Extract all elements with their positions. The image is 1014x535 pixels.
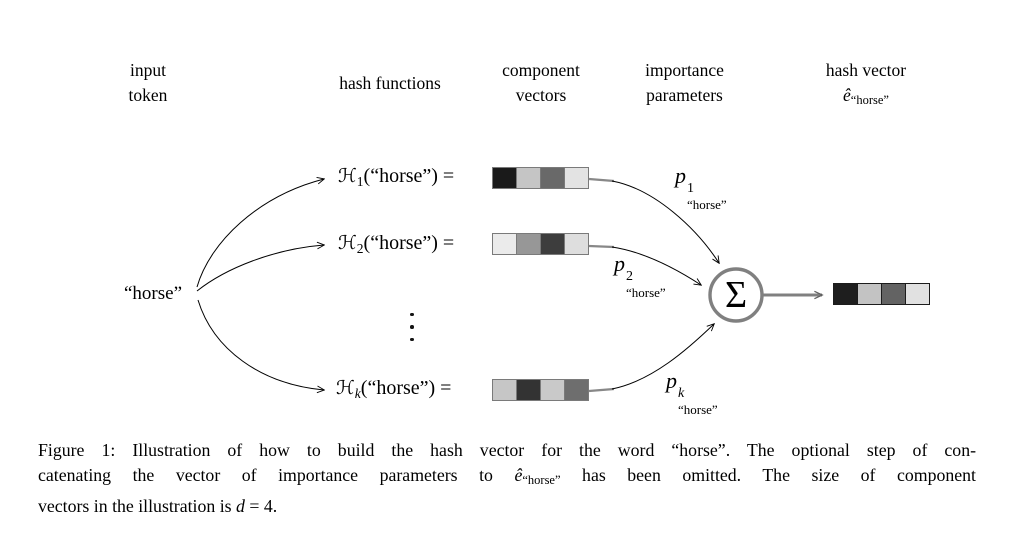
vector-cell — [565, 168, 588, 188]
header-input-token-line1: input — [130, 60, 166, 80]
caption-line2-before: catenating the vector of importance para… — [38, 465, 515, 486]
header-importance-parameters: importance parameters — [612, 58, 757, 108]
vector-cell — [565, 380, 588, 400]
ehat-subscript: “horse” — [850, 93, 889, 107]
vector-cell — [517, 168, 541, 188]
p-superscript-k: k — [678, 386, 685, 401]
caption-line-2: catenating the vector of importance para… — [38, 463, 976, 493]
stub-v2 — [588, 244, 615, 249]
caption-line-1: Figure 1: Illustration of how to build t… — [38, 440, 976, 460]
caption-line-3: vectors in the illustration is d = 4. — [38, 494, 976, 519]
header-component-vectors-line1: component — [502, 60, 580, 80]
arrow-v2-to-sum — [611, 246, 701, 285]
figure-caption: Figure 1: Illustration of how to build t… — [38, 438, 976, 519]
input-token-label: “horse” — [123, 283, 183, 304]
hash-symbol-k: ℋ — [336, 377, 355, 399]
vector-cell — [493, 168, 517, 188]
header-hash-vector-line1: hash vector — [825, 60, 907, 80]
header-component-vectors-line2: vectors — [515, 85, 567, 105]
vector-cell — [882, 284, 906, 304]
vector-cell — [834, 284, 858, 304]
p-superscript-2: 2 — [626, 269, 633, 284]
header-hash-functions-line: hash functions — [339, 73, 441, 93]
header-hash-vector: hash vector ê“horse” — [791, 58, 941, 113]
vector-cell — [541, 380, 565, 400]
ehat-symbol: ê — [843, 85, 851, 105]
ellipsis-dot — [410, 312, 414, 317]
caption-d-variable: d — [236, 495, 245, 516]
header-importance-parameters-line1: importance — [645, 60, 724, 80]
arrow-horse-to-h1 — [196, 179, 324, 288]
hash-subscript-2: 2 — [356, 241, 364, 256]
hash-arg-1: (“horse”) = — [363, 165, 455, 187]
header-input-token-line2: token — [128, 85, 168, 105]
hash-subscript-k: k — [354, 386, 361, 401]
vector-cell — [493, 234, 517, 254]
hash-expression-k: ℋk(“horse”) = — [336, 377, 451, 402]
output-hash-vector — [833, 283, 930, 305]
ellipsis-dot — [410, 325, 414, 329]
p-subscript-2: “horse” — [626, 285, 666, 300]
header-importance-parameters-line2: parameters — [646, 85, 723, 105]
arrow-v1-to-sum — [611, 180, 719, 263]
caption-line3-after: = 4. — [244, 495, 278, 516]
vector-cell — [906, 284, 929, 304]
p-symbol-k: p — [666, 368, 677, 393]
hash-symbol-2: ℋ — [338, 232, 357, 254]
hash-expression-2: ℋ2(“horse”) = — [338, 232, 454, 257]
caption-line2-after: has been omitted. The size of component — [560, 465, 976, 486]
hash-expression-1: ℋ1(“horse”) = — [338, 165, 454, 190]
hash-symbol-1: ℋ — [338, 165, 357, 187]
component-vector-2 — [492, 233, 589, 255]
vector-cell — [858, 284, 882, 304]
header-input-token: input token — [98, 58, 198, 108]
stub-vk — [588, 387, 615, 393]
caption-line3-before: vectors in the illustration is — [38, 495, 237, 516]
arrow-horse-to-hk — [197, 299, 324, 390]
hash-subscript-1: 1 — [356, 174, 364, 189]
p-symbol-1: p — [675, 163, 686, 188]
stub-v1 — [588, 177, 615, 183]
ellipsis-dot — [410, 337, 414, 342]
component-vector-1 — [492, 167, 589, 189]
vector-cell — [517, 380, 541, 400]
vector-cell — [517, 234, 541, 254]
p-superscript-1: 1 — [687, 181, 694, 196]
hash-arg-2: (“horse”) = — [363, 232, 455, 254]
caption-ehat-subscript: “horse” — [522, 473, 561, 488]
vector-cell — [565, 234, 588, 254]
sum-node-circle — [708, 267, 764, 323]
p-subscript-1: “horse” — [687, 197, 727, 212]
vertical-ellipsis — [406, 308, 418, 346]
hash-arg-k: (“horse”) = — [360, 377, 452, 399]
vector-cell — [541, 168, 565, 188]
sum-symbol: Σ — [724, 274, 748, 316]
header-hash-functions: hash functions — [305, 71, 475, 96]
header-component-vectors: component vectors — [478, 58, 604, 108]
arrow-horse-to-h2 — [196, 245, 324, 292]
component-vector-k — [492, 379, 589, 401]
p-symbol-2: p — [614, 251, 625, 276]
arrow-vk-to-sum — [611, 324, 714, 390]
p-subscript-k: “horse” — [678, 402, 718, 417]
vector-cell — [541, 234, 565, 254]
vector-cell — [493, 380, 517, 400]
caption-ehat: ê — [514, 465, 523, 486]
header-hash-vector-symbol: ê“horse” — [791, 83, 941, 113]
